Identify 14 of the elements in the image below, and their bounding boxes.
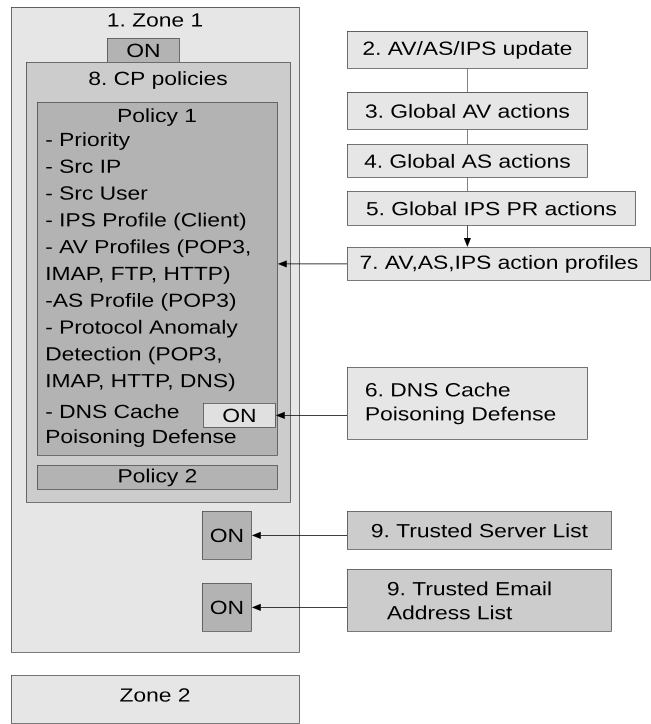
policy-box: Policy 2	[37, 465, 278, 490]
on-switch: ON	[202, 511, 252, 560]
on-switch: ON	[203, 403, 276, 428]
process-box: 6. DNS Cache Poisoning Defense	[347, 367, 588, 440]
process-box: 4. Global AS actions	[347, 144, 588, 178]
list-box: 9. Trusted Email Address List	[347, 569, 612, 632]
on-switch: ON	[202, 583, 252, 632]
list-box: 9. Trusted Server List	[347, 511, 612, 550]
process-box: 3. Global AV actions	[347, 92, 588, 130]
process-box: 7. AV,AS,IPS action profiles	[347, 247, 651, 281]
process-box: 2. AV/AS/IPS update	[347, 31, 588, 69]
process-box: 5. Global IPS PR actions	[347, 191, 636, 226]
on-switch: ON	[107, 38, 180, 63]
zone-box: Zone 2	[11, 675, 300, 724]
